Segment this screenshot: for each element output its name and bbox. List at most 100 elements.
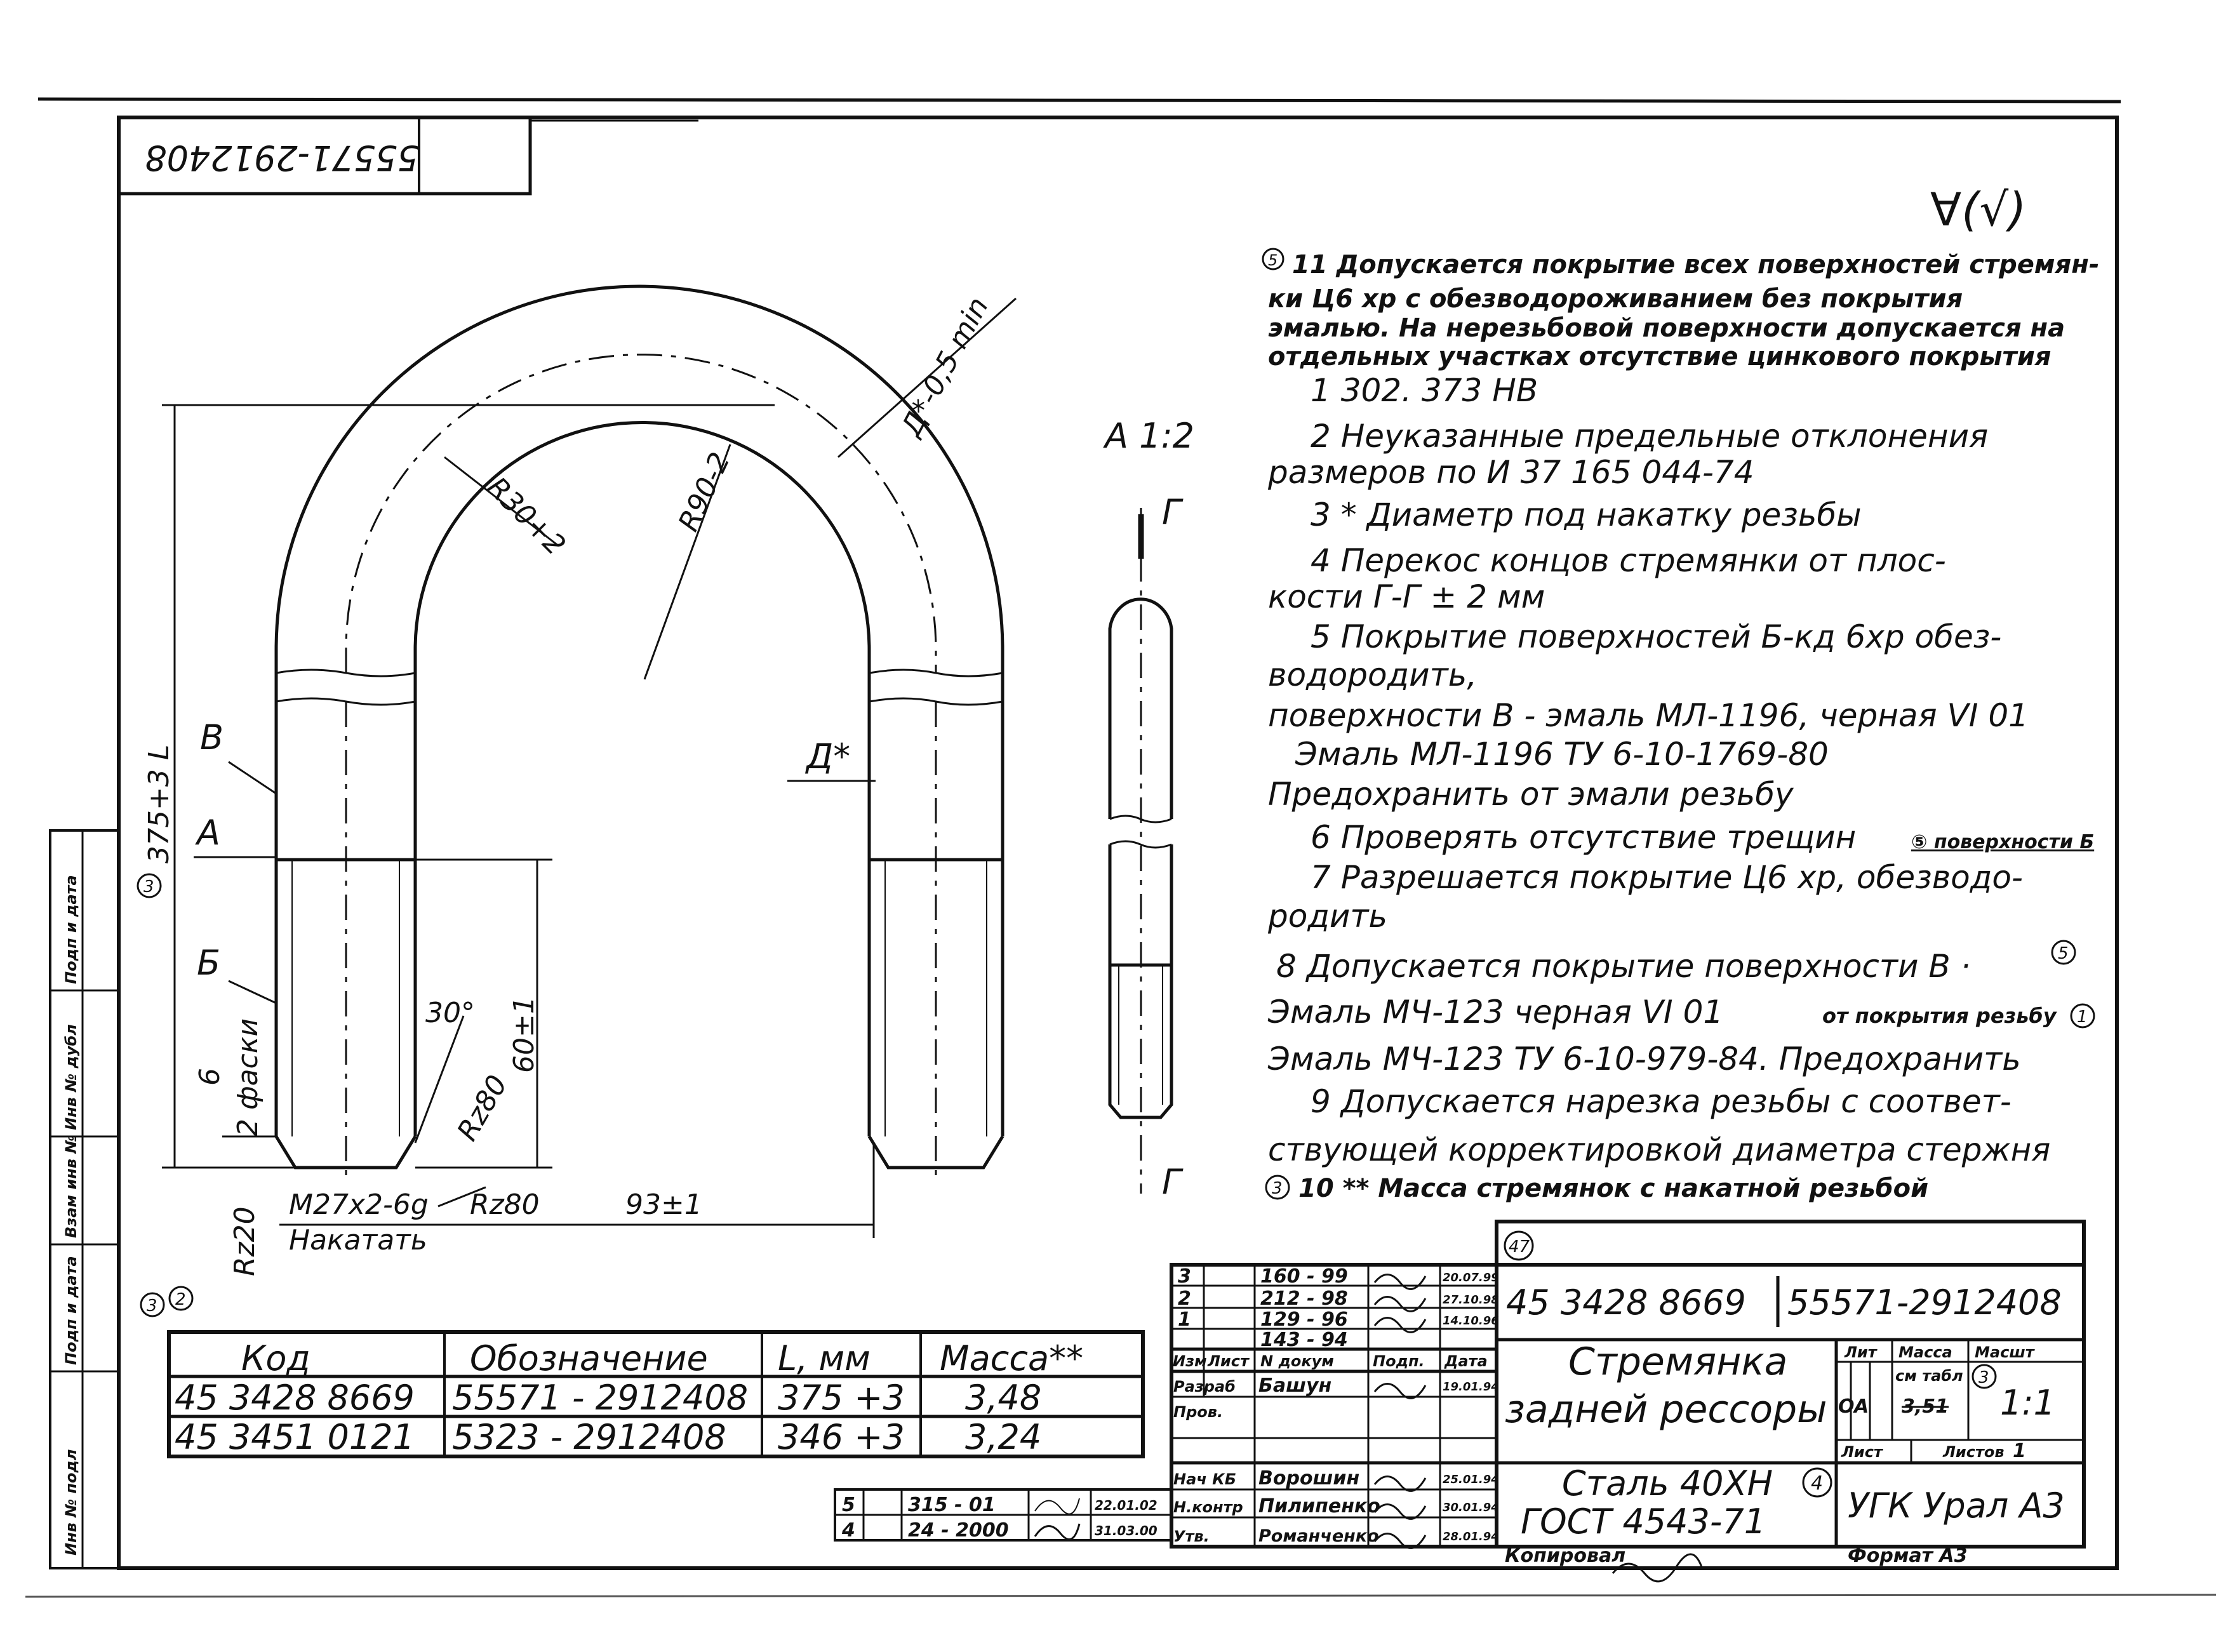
note-line: ствующей корректировкой диаметра стержня bbox=[1268, 1131, 2050, 1168]
side-view bbox=[1108, 508, 1173, 1194]
rev-doc: 129 - 96 bbox=[1260, 1309, 1348, 1331]
part-name-line1: Стремянка bbox=[1568, 1340, 1787, 1384]
role-date: 28.01.94 bbox=[1443, 1530, 1499, 1543]
circled-mark: 3 bbox=[143, 877, 154, 896]
label-surface-b: Б bbox=[197, 943, 220, 983]
radius-r30: R30+2 bbox=[481, 471, 571, 562]
sheets-label: Листов bbox=[1942, 1443, 2005, 1461]
role: Разраб bbox=[1173, 1378, 1236, 1396]
mass-old-value: 3,51 bbox=[1902, 1396, 1949, 1418]
note-line: 4 Перекос концов стремянки от плос- bbox=[1311, 542, 1946, 579]
mass-value: см табл bbox=[1895, 1367, 1963, 1385]
dim-93: 93±1 bbox=[625, 1189, 702, 1221]
sheets-value: 1 bbox=[2013, 1440, 2026, 1462]
note-line: 2 Неуказанные предельные отклонения bbox=[1311, 418, 1988, 455]
circled-mark: 1 bbox=[2077, 1008, 2088, 1027]
rev-doc: 160 - 99 bbox=[1260, 1265, 1348, 1288]
rev-date: 14.10.96 bbox=[1443, 1314, 1499, 1328]
header-list: Лист bbox=[1207, 1352, 1250, 1370]
sheet-label: Лист bbox=[1841, 1443, 1884, 1461]
note-line: кости Г-Г ± 2 мм bbox=[1268, 578, 1545, 615]
view-a-label: А 1:2 bbox=[1103, 416, 1194, 456]
part-name-line2: задней рессоры bbox=[1505, 1387, 1827, 1432]
rev-doc: 143 - 94 bbox=[1260, 1329, 1348, 1351]
circled-mark: 3 bbox=[147, 1296, 157, 1316]
format-label: Формат А3 bbox=[1848, 1545, 1968, 1567]
strip-label: Подп и дата bbox=[62, 1256, 80, 1365]
table-cell: 45 3428 8669 bbox=[175, 1378, 415, 1418]
roughness-symbol: ∀(√) bbox=[1930, 183, 2026, 236]
table-header: Масса** bbox=[940, 1338, 1083, 1378]
strip-label: Инв № дубл bbox=[62, 1024, 80, 1130]
table-cell: 3,48 bbox=[965, 1378, 1041, 1418]
rev-doc: 212 - 98 bbox=[1260, 1288, 1348, 1310]
role-name: Ворошин bbox=[1258, 1467, 1359, 1489]
roughness-rz20: Rz20 bbox=[229, 1206, 261, 1276]
note-line: поверхности В - эмаль МЛ-1196, черная VI… bbox=[1268, 697, 2029, 734]
table-cell: 45 3451 0121 bbox=[175, 1417, 415, 1457]
role-name: Романченко bbox=[1258, 1526, 1379, 1546]
note-line: 9 Допускается нарезка резьбы с соответ- bbox=[1311, 1083, 2011, 1120]
rev-izm: 2 bbox=[1178, 1288, 1191, 1310]
part-code: 45 3428 8669 bbox=[1506, 1282, 1746, 1322]
label-surface-v: В bbox=[200, 717, 223, 757]
note-line: Предохранить от эмали резьбу bbox=[1268, 776, 1794, 813]
u-bolt-front-view bbox=[274, 284, 1004, 1181]
copied-label: Копировал bbox=[1505, 1545, 1625, 1567]
plane-g-bottom: Г bbox=[1162, 1162, 1184, 1202]
rev-doc: 315 - 01 bbox=[908, 1494, 996, 1516]
note-line: размеров по И 37 165 044-74 bbox=[1267, 454, 1754, 491]
note-line: 10 ** Масса стремянок с накатной резьбой bbox=[1298, 1174, 1928, 1203]
strip-label: Инв № подл bbox=[62, 1449, 80, 1555]
header-izm: Изм bbox=[1173, 1352, 1207, 1370]
rev-izm: 5 bbox=[842, 1494, 855, 1516]
signatures bbox=[1373, 1274, 1703, 1583]
organization: УГК Урал А3 bbox=[1848, 1486, 2065, 1526]
circled-mark: 5 bbox=[2058, 944, 2069, 963]
role: Нач КБ bbox=[1173, 1470, 1236, 1488]
note-insert: ⑤ поверхности Б bbox=[1911, 831, 2094, 853]
role: Н.контр bbox=[1173, 1498, 1243, 1516]
note-line: ки Ц6 хр с обезводороживанием без покрыт… bbox=[1268, 284, 1963, 314]
rev-date: 20.07.99 bbox=[1443, 1271, 1499, 1284]
technical-notes: 5 11 Допускается покрытие всех поверхнос… bbox=[1262, 248, 2099, 1203]
note-line: 7 Разрешается покрытие Ц6 хр, обезводо- bbox=[1311, 859, 2023, 896]
circled-mark: 5 bbox=[1268, 251, 1278, 269]
note-line: 6 Проверять отсутствие трещин bbox=[1311, 819, 1856, 856]
mass-label: Масса bbox=[1898, 1343, 1952, 1361]
label-view-a: А bbox=[195, 813, 220, 853]
angle-30: 30° bbox=[425, 997, 475, 1029]
side-strip: Инв № подл Подп и дата Взам инв № Инв № … bbox=[62, 875, 80, 1555]
circled-mark: 3 bbox=[1978, 1368, 1989, 1387]
variants-table: Код Обозначение L, мм Масса** 45 3428 86… bbox=[167, 1330, 1145, 1458]
table-header: Код bbox=[241, 1338, 310, 1378]
roughness-rz80-b: Rz80 bbox=[470, 1189, 540, 1221]
lit-value: А bbox=[1853, 1396, 1869, 1418]
frame bbox=[25, 97, 2217, 1598]
note-line: родить bbox=[1267, 898, 1387, 935]
note-line: водородить, bbox=[1268, 656, 1477, 693]
note-line: отдельных участках отсутствие цинкового … bbox=[1268, 342, 2051, 371]
table-cell: 55571 - 2912408 bbox=[452, 1378, 748, 1418]
circled-mark: 47 bbox=[1509, 1237, 1530, 1256]
role-date: 19.01.94 bbox=[1443, 1380, 1499, 1394]
radius-r90: R90-2 bbox=[672, 448, 737, 536]
note-line: 3 * Диаметр под накатку резьбы bbox=[1311, 496, 1862, 533]
thread-spec: M27x2-6g bbox=[289, 1189, 429, 1221]
header-doc: N докум bbox=[1260, 1352, 1334, 1370]
stamp-number: 55571-2912408 bbox=[145, 138, 419, 178]
scale-value: 1:1 bbox=[2000, 1383, 2055, 1423]
note-line: Эмаль МЧ-123 черная VI 01 bbox=[1267, 994, 1723, 1030]
circled-mark: 3 bbox=[1272, 1179, 1283, 1198]
rev-doc: 24 - 2000 bbox=[908, 1519, 1009, 1542]
role-name: Пилипенко bbox=[1258, 1495, 1380, 1517]
note-line: 1 302. 373 HB bbox=[1311, 372, 1538, 409]
note-line: эмалью. На нерезьбовой поверхности допус… bbox=[1268, 314, 2065, 343]
role-date: 25.01.94 bbox=[1443, 1473, 1499, 1486]
role: Утв. bbox=[1173, 1528, 1210, 1545]
label-diameter: Д* bbox=[805, 736, 850, 776]
material-line1: Сталь 40ХН bbox=[1562, 1463, 1773, 1503]
dim-thickness: Д*-0,5 min bbox=[895, 292, 995, 443]
dim-375: 375+3 L bbox=[143, 745, 175, 863]
circled-mark: 2 bbox=[175, 1290, 186, 1309]
